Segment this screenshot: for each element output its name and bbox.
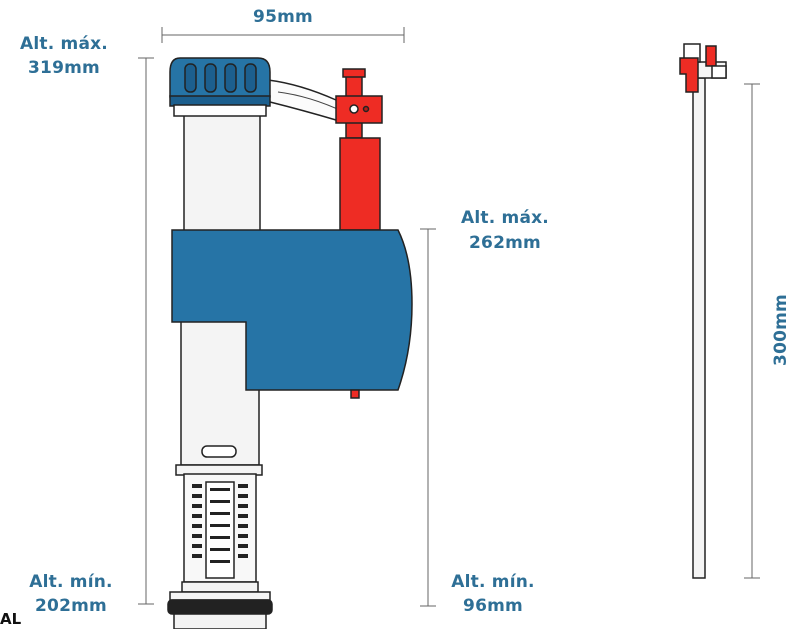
tube-length-label: 300mm <box>771 294 791 366</box>
left-height-dimension <box>138 57 154 605</box>
width-dimension-label: 95mm <box>253 7 313 27</box>
right-max-height-value: 262mm <box>469 233 541 253</box>
left-max-height-title: Alt. máx. <box>20 34 108 54</box>
edge-text-fragment: AL <box>0 610 22 628</box>
left-max-height-value: 319mm <box>28 58 100 78</box>
right-min-height-value: 96mm <box>463 596 523 616</box>
left-min-height-title: Alt. mín. <box>29 572 112 592</box>
valve-body <box>167 57 413 629</box>
left-min-height-value: 202mm <box>35 596 107 616</box>
refill-tube <box>679 43 727 579</box>
right-min-height-title: Alt. mín. <box>451 572 534 592</box>
right-height-dimension <box>420 228 436 607</box>
right-max-height-title: Alt. máx. <box>461 208 549 228</box>
tube-length-dimension <box>744 83 760 579</box>
width-dimension <box>161 27 405 43</box>
